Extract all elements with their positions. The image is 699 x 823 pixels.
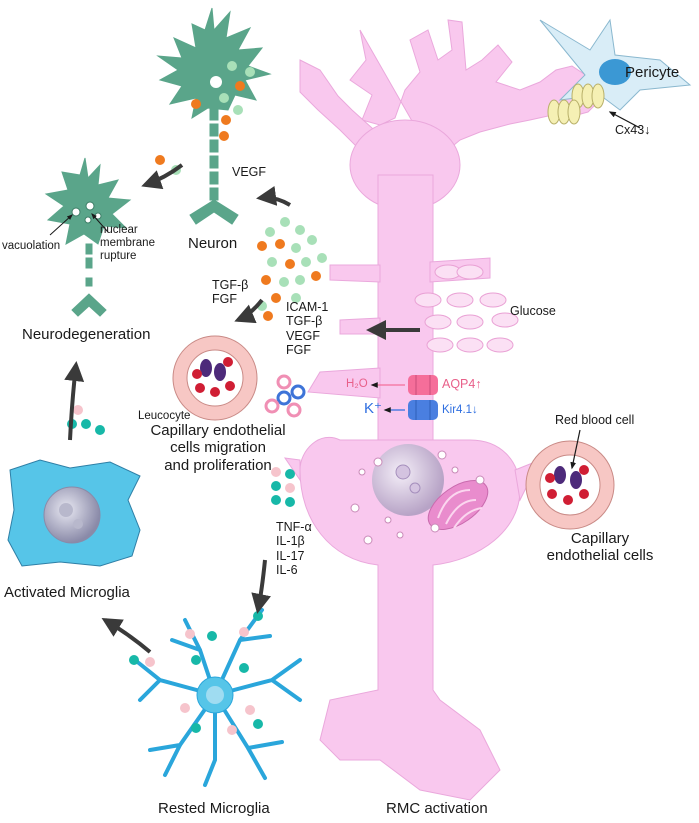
degenerating-neuron bbox=[44, 157, 132, 317]
mitochondrion bbox=[427, 480, 489, 530]
k-plus-label: K⁺ bbox=[364, 400, 382, 417]
rmc-nucleus bbox=[372, 444, 444, 516]
pericyte-label: Pericyte bbox=[625, 64, 680, 81]
aqp4-channel bbox=[408, 375, 438, 395]
rested-microglia-label: Rested Microglia bbox=[158, 800, 270, 817]
capillary-left bbox=[172, 335, 258, 421]
pericyte bbox=[539, 18, 692, 125]
cytokine-dots bbox=[271, 467, 295, 507]
activated-microglia-label: Activated Microglia bbox=[4, 584, 130, 601]
rmc-activation-label: RMC activation bbox=[386, 800, 488, 817]
aqp4-label: AQP4↑ bbox=[442, 377, 482, 391]
neuron-vegf-label: VEGF bbox=[232, 165, 267, 179]
neurodegeneration-label: Neurodegeneration bbox=[22, 326, 151, 343]
kir41-label: Kir4.1↓ bbox=[442, 404, 478, 416]
leucocyte-label: Leucocyte bbox=[138, 410, 191, 422]
pointer-arrows bbox=[49, 213, 109, 236]
red-blood-cell-label: Red blood cell bbox=[555, 413, 635, 427]
leucocyte-dots bbox=[264, 374, 306, 418]
cx43-label: Cx43↓ bbox=[615, 123, 651, 137]
capillary-right bbox=[525, 440, 615, 530]
h2o-label: H₂O bbox=[346, 378, 368, 390]
red-blood-cell-pointer bbox=[570, 429, 581, 470]
neuron-label: Neuron bbox=[188, 235, 238, 252]
glucose-label: Glucose bbox=[510, 304, 556, 318]
process-arrows bbox=[64, 163, 420, 654]
glucose-vesicles bbox=[414, 264, 519, 353]
vacuoles bbox=[71, 201, 102, 224]
rested-microglia-nucleus bbox=[206, 686, 224, 704]
vacuolation-label: vacuolation bbox=[2, 240, 61, 252]
rmc-vesicles bbox=[350, 450, 485, 545]
cx43-channels bbox=[547, 83, 605, 125]
cx43-arrow bbox=[608, 111, 641, 129]
growth-factor-dots bbox=[257, 217, 327, 321]
rested-microglia bbox=[133, 608, 302, 787]
kir41-channel bbox=[408, 400, 438, 420]
neuron bbox=[156, 7, 272, 225]
neuron-nucleus bbox=[210, 76, 222, 88]
activated-microglia bbox=[7, 459, 141, 567]
